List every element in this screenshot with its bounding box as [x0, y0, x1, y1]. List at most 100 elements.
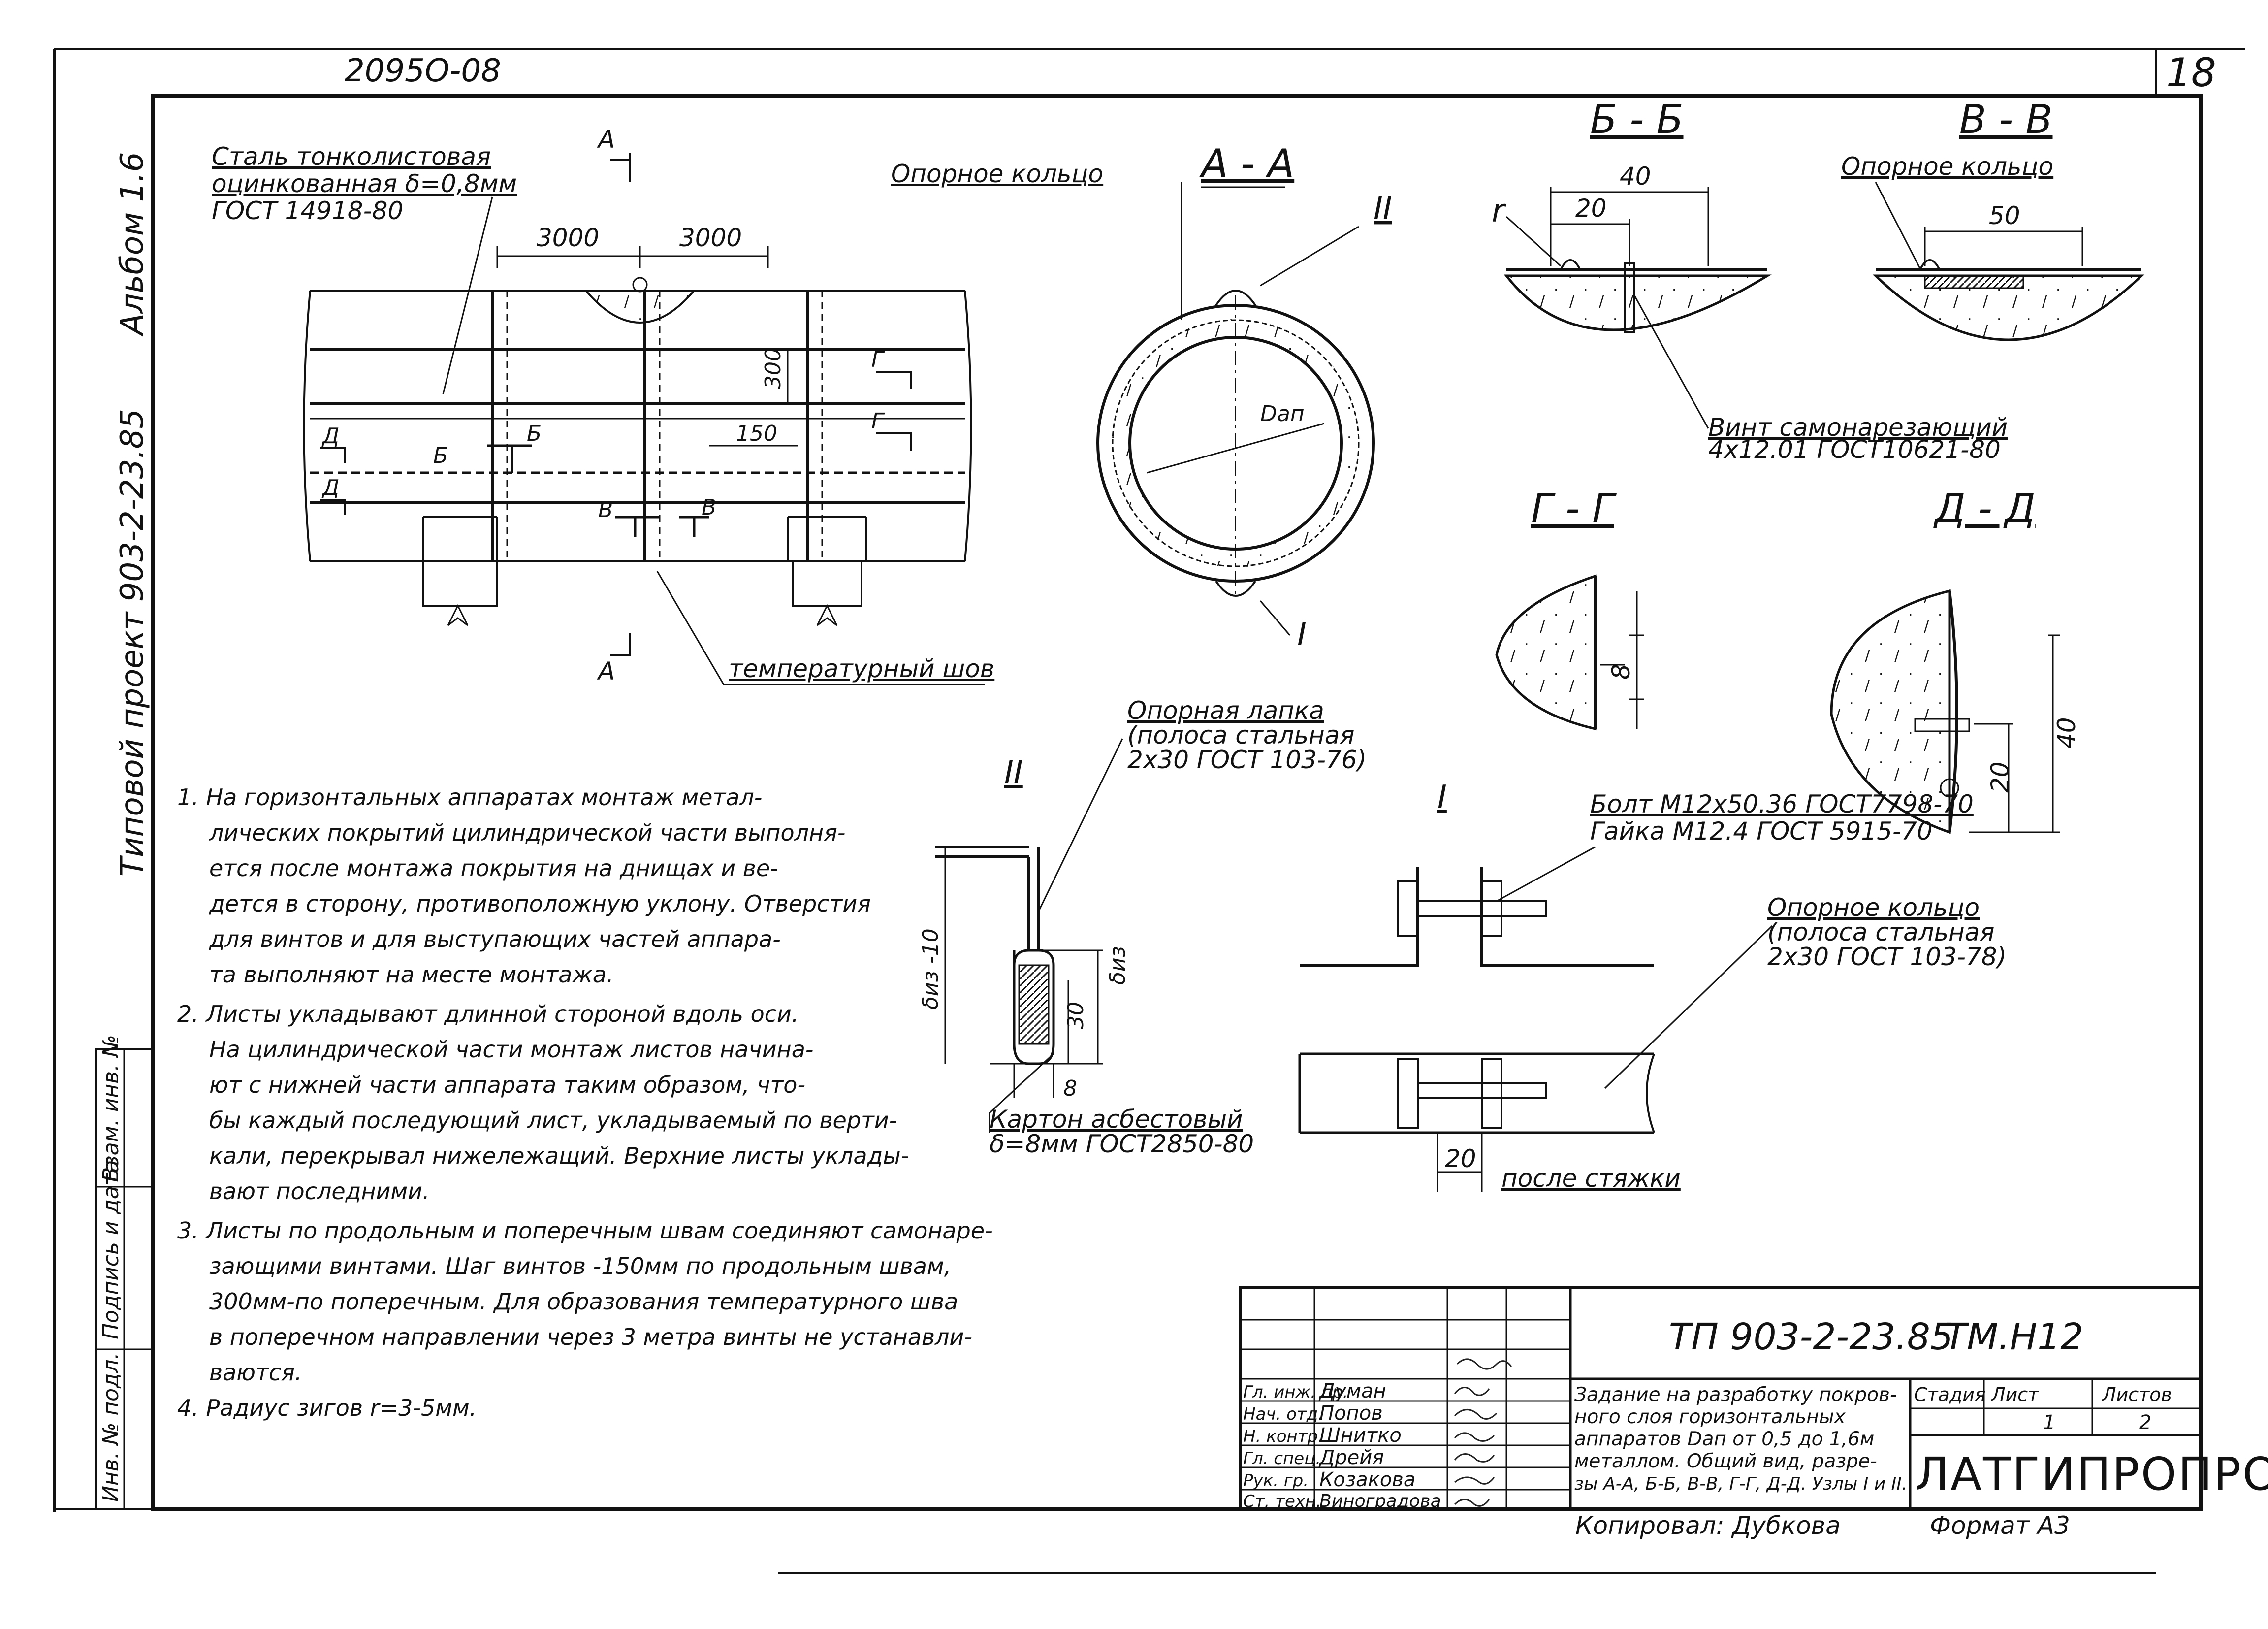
mark-a-top: А: [597, 125, 615, 154]
node-ii-carton-2: δ=8мм ГОСТ2850-80: [990, 1130, 1254, 1158]
binding-label-inv: Инв. № подл.: [98, 1352, 124, 1502]
section-vv-title: В - В: [1959, 97, 2053, 142]
material-line-3: ГОСТ 14918-80: [212, 196, 403, 225]
name-cell: Виноградова: [1319, 1491, 1441, 1511]
note-line: лических покрытий цилиндрической части в…: [209, 819, 845, 846]
section-bb: [1503, 187, 1772, 429]
node-ii-carton-1: Картон асбестовый: [990, 1105, 1243, 1134]
sheet-number: 18: [2166, 50, 2216, 96]
note-line: вают последними.: [209, 1178, 430, 1205]
node-ii-title: II: [1004, 754, 1023, 791]
section-aa-ring-label: Опорное кольцо: [891, 160, 1103, 188]
section-bb-dim-40: 40: [1620, 162, 1651, 191]
node-i-after: после стяжки: [1501, 1164, 1681, 1193]
material-line-1: Сталь тонколистовая: [212, 142, 491, 171]
binding-label-sign: Подпись и дата: [98, 1160, 124, 1339]
node-i-ring-3: 2х30 ГОСТ 103-78): [1767, 943, 2007, 971]
side-project: Типовой проект 903-2-23.85: [114, 409, 151, 877]
section-bb-screw-2: 4x12.01 ГОСТ10621-80: [1708, 435, 2001, 464]
section-dd-labels: Д - Д 40 20: [1933, 486, 2081, 793]
top-code: 2095О-08: [345, 53, 501, 89]
node-i-dim-20: 20: [1445, 1144, 1476, 1173]
main-view: [303, 153, 985, 685]
section-vv-dim-50: 50: [1989, 201, 2020, 230]
note-line: На цилиндрической части монтаж листов на…: [209, 1036, 814, 1063]
material-line-2: оцинкованная δ=0,8мм: [212, 169, 517, 198]
note-line: ют с нижней части аппарата таким образом…: [209, 1072, 805, 1098]
note-line: для винтов и для выступающих частей аппа…: [209, 926, 781, 952]
dim-150: 150: [736, 421, 777, 446]
node-ii-dim-8: 8: [1063, 1076, 1077, 1101]
section-vv-ring: Опорное кольцо: [1841, 152, 2053, 181]
section-bb-screw-1: Винт самонарезающий: [1708, 413, 2008, 442]
mark-v: В: [598, 497, 613, 522]
section-bb-dim-20: 20: [1575, 194, 1607, 223]
section-bb-labels: Б - Б 40 20 r Винт самонарезающий 4x12.0…: [1492, 97, 2008, 464]
description-line: металлом. Общий вид, разре-: [1574, 1450, 1877, 1472]
copied-by: Копировал: Дубкова: [1575, 1511, 1841, 1540]
section-dd-dim-40: 40: [2052, 717, 2081, 749]
mark-v-2: В: [702, 495, 716, 520]
binding-label-vzam: Взам. инв. №: [98, 1035, 124, 1182]
note-line: бы каждый последующий лист, укладываемый…: [209, 1107, 897, 1134]
name-cell: Попов: [1319, 1402, 1383, 1425]
note-line: кали, перекрывал нижележащий. Верхние ли…: [209, 1142, 909, 1169]
role-cell: Нач. отд.: [1243, 1404, 1323, 1424]
dim-left: 3000: [537, 224, 599, 252]
note-line: зающими винтами. Шаг винтов -150мм по пр…: [209, 1253, 951, 1279]
role-cell: Рук. гр.: [1243, 1471, 1309, 1491]
side-album: Альбом 1.6: [114, 152, 151, 337]
node-ii-dim-biz10: δиз -10: [918, 928, 943, 1010]
role-cell: Гл. спец.: [1243, 1449, 1321, 1468]
signature-marks: [1454, 1358, 1512, 1507]
title-code: ТП 903-2-23.85: [1669, 1316, 1953, 1358]
section-aa-node-2: II: [1374, 191, 1392, 227]
note-line: 300мм-по поперечным. Для образования тем…: [209, 1288, 958, 1315]
description-line: аппаратов Dап от 0,5 до 1,6м: [1574, 1428, 1874, 1450]
node-i-title: I: [1437, 779, 1447, 815]
format-label: Формат А3: [1930, 1511, 2070, 1540]
mark-b-2: Б: [433, 443, 448, 468]
node-i-bolt: Болт М12х50.36 ГОСТ7798-70: [1590, 790, 1974, 818]
note-line: ется после монтажа покрытия на днищах и …: [209, 855, 778, 881]
sheets-label: Листов: [2101, 1384, 2172, 1405]
dim-300: 300: [761, 348, 786, 389]
role-cell: Гл. инж. пр.: [1243, 1382, 1348, 1402]
section-aa-title: А - А: [1199, 141, 1294, 187]
mark-a-bottom: А: [597, 657, 615, 685]
node-ii-dim-biz: δиз: [1105, 946, 1130, 985]
main-view-labels: Сталь тонколистовая оцинкованная δ=0,8мм…: [212, 125, 994, 685]
description-line: ного слоя горизонтальных: [1574, 1406, 1846, 1428]
binding-strip: Инв. № подл. Подпись и дата Взам. инв. №: [95, 1035, 154, 1510]
name-cell: Дрейя: [1318, 1446, 1384, 1469]
section-dd-dim-20: 20: [1986, 761, 2014, 793]
sheet-frame: [53, 48, 2245, 1574]
note-line: дется в сторону, противоположную уклону.…: [209, 890, 871, 917]
title-block: [1239, 1286, 2202, 1511]
mark-g-1: Г: [871, 347, 885, 372]
mark-d-2: Д: [321, 475, 339, 500]
note-line: ваются.: [209, 1359, 302, 1386]
node-i-ring-1: Опорное кольцо: [1767, 893, 1980, 922]
mark-b: Б: [527, 421, 542, 446]
dim-right: 3000: [679, 224, 742, 252]
sheet-value: 1: [2043, 1411, 2055, 1434]
section-aa-node-1: I: [1297, 617, 1307, 653]
note-line: в поперечном направлении через 3 метра в…: [209, 1324, 972, 1350]
section-gg-title: Г - Г: [1531, 486, 1617, 531]
section-dd: [1830, 589, 2060, 834]
note-line: 1. На горизонтальных аппаратах монтаж ме…: [177, 784, 762, 811]
role-cell: Н. контр.: [1243, 1427, 1323, 1446]
node-ii-paw-3: 2х30 ГОСТ 103-76): [1127, 746, 1367, 774]
section-aa: [1096, 182, 1375, 636]
section-dd-title: Д - Д: [1933, 486, 2036, 531]
node-ii-dim-30: 30: [1063, 1002, 1088, 1029]
name-cell: Думан: [1318, 1380, 1386, 1402]
section-vv: [1872, 182, 2145, 341]
title-block-text: ТП 903-2-23.85 ТМ.Н12 Гл. инж. пр. Нач. …: [1243, 1316, 2268, 1540]
sheet-label: Лист: [1990, 1384, 2040, 1405]
section-gg-dim: 8: [1607, 664, 1635, 680]
description-line: Задание на разработку покров-: [1574, 1384, 1897, 1406]
node-ii-labels: II Опорная лапка (полоса стальная 2х30 Г…: [918, 696, 1367, 1158]
